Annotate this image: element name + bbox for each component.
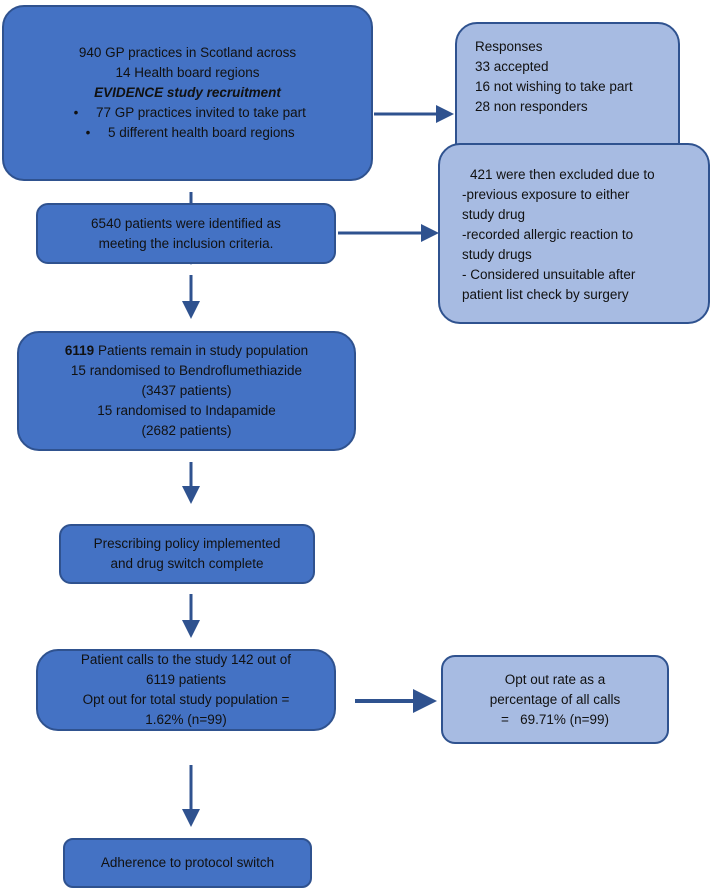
population-count: 6119 <box>64 343 95 358</box>
excluded-line: study drugs <box>462 247 532 262</box>
identified-line: meeting the inclusion criteria. <box>98 235 274 251</box>
population-line: 15 randomised to Indapamide <box>97 403 276 418</box>
adherence-box: Adherence to protocol switch <box>63 838 312 888</box>
policy-line: Prescribing policy implemented <box>93 536 281 551</box>
identified-box: 6540 patients were identified as meeting… <box>36 203 336 264</box>
recruitment-box: 940 GP practices in Scotland across 14 H… <box>2 5 373 181</box>
policy-line: and drug switch complete <box>110 556 264 571</box>
opt-out-rate-box: Opt out rate as a percentage of all call… <box>441 655 669 744</box>
population-line-1: 6119 Patients remain in study population <box>19 341 354 361</box>
opt-out-rate-line: Opt out rate as a <box>504 671 606 687</box>
responses-line: Responses <box>475 39 543 54</box>
excluded-line: - Considered unsuitable after <box>462 267 636 282</box>
calls-line: Patient calls to the study 142 out of <box>80 652 292 667</box>
bullet-text: 5 different health board regions <box>108 125 295 140</box>
calls-box: Patient calls to the study 142 out of 61… <box>36 649 336 731</box>
population-line: (2682 patients) <box>141 423 232 438</box>
recruitment-heading: EVIDENCE study recruitment <box>94 85 281 100</box>
bullet-icon: • <box>73 105 79 120</box>
policy-box: Prescribing policy implemented and drug … <box>59 524 315 584</box>
population-box: 6119 Patients remain in study population… <box>17 331 356 451</box>
bullet-icon: • <box>85 125 91 140</box>
calls-line: Opt out for total study population = <box>82 692 290 707</box>
identified-line: 6540 patients were identified as <box>91 215 281 231</box>
bullet-text: 77 GP practices invited to take part <box>96 105 306 120</box>
responses-line: 16 not wishing to take part <box>475 79 633 94</box>
calls-line: 6119 patients <box>145 672 227 687</box>
excluded-box: 421 were then excluded due to -previous … <box>438 143 710 324</box>
recruitment-bullet: • 77 GP practices invited to take part <box>4 103 371 123</box>
excluded-line: -recorded allergic reaction to <box>462 227 634 242</box>
opt-out-rate-line: percentage of all calls <box>489 691 621 707</box>
responses-line: 33 accepted <box>475 59 549 74</box>
recruitment-line-2: 14 Health board regions <box>115 65 260 80</box>
responses-line: 28 non responders <box>475 99 588 114</box>
population-line-1-text: Patients remain in study population <box>94 343 309 358</box>
excluded-line: study drug <box>462 207 526 222</box>
calls-line: 1.62% (n=99) <box>145 712 227 727</box>
population-line: (3437 patients) <box>141 383 232 398</box>
population-line: 15 randomised to Bendroflumethiazide <box>70 363 303 378</box>
recruitment-line-1: 940 GP practices in Scotland across <box>78 45 297 60</box>
recruitment-bullet: • 5 different health board regions <box>4 123 371 143</box>
opt-out-rate-line: = 69.71% (n=99) <box>500 711 610 727</box>
excluded-line: patient list check by surgery <box>462 287 629 302</box>
excluded-line: -previous exposure to either <box>462 187 630 202</box>
adherence-line: Adherence to protocol switch <box>100 855 275 870</box>
excluded-line: 421 were then excluded due to <box>470 167 655 182</box>
